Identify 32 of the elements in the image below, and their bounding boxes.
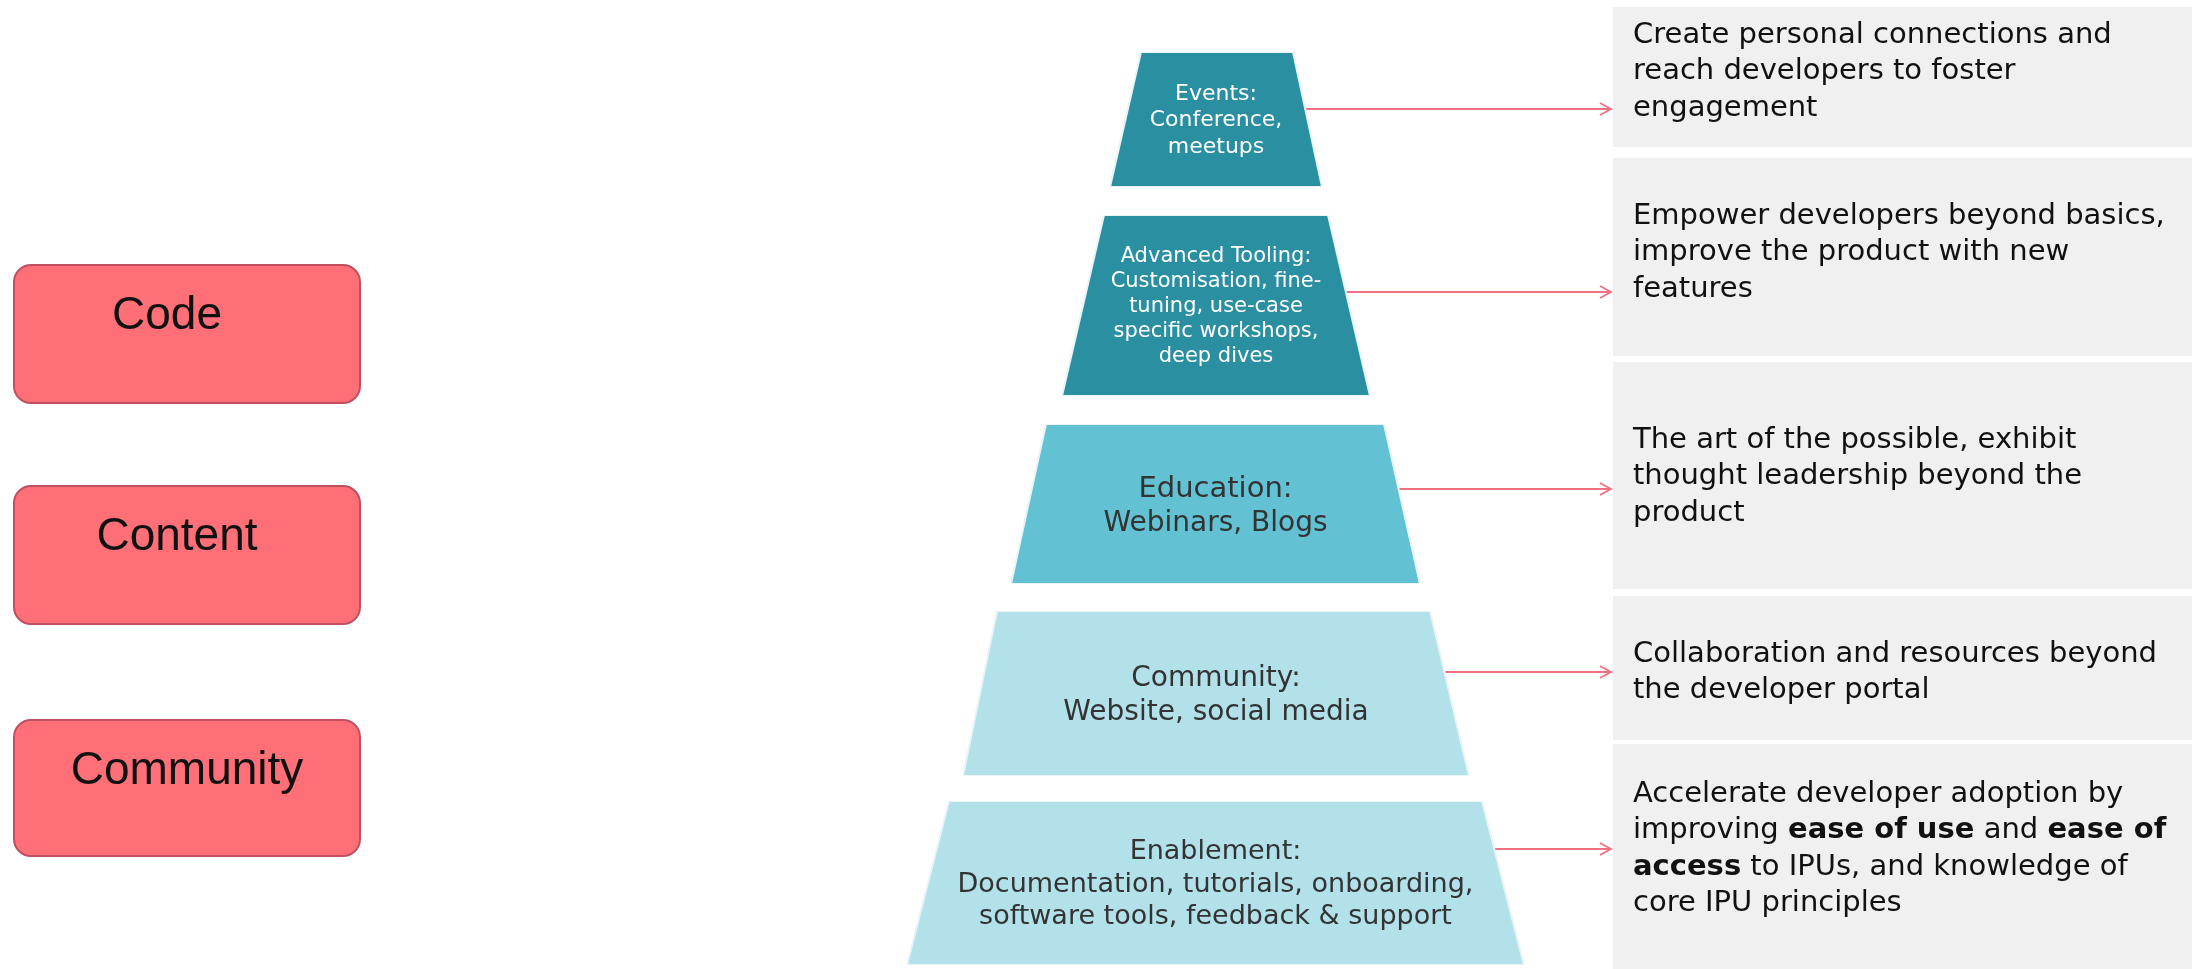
description-panel [1613, 744, 2192, 969]
section-heading: Education: [1138, 469, 1293, 505]
pyramid-tier [1110, 52, 1322, 187]
description-text: Empower developers beyond basics, improve the product with new features [1633, 196, 2166, 305]
category-label: Community [70, 741, 304, 795]
description-text: Documentation, tutorials, onboarding, software tools, feedback & support [956, 866, 1475, 932]
description-text: Accelerate developer adoption by improving ease of use and ease of access to IPUs, and knowledge of core IPU principles [1633, 774, 2168, 919]
category-box [13, 719, 361, 857]
section-heading: Advanced Tooling: [1120, 242, 1312, 268]
pyramid-tier [963, 611, 1469, 776]
description-panel [1613, 596, 2192, 740]
section-heading: Community: [1131, 659, 1301, 694]
category-label: Content [96, 507, 258, 561]
category-label: Code [112, 286, 222, 340]
description-text: Conference, meetups [1148, 106, 1284, 160]
description-text: Website, social media [1063, 693, 1369, 728]
description-panel [1613, 7, 2192, 147]
category-box [13, 264, 361, 404]
arrow [1304, 102, 1612, 116]
description-panel [1613, 158, 2192, 356]
pyramid-tier [1011, 424, 1420, 584]
description-text: Collaboration and resources beyond the developer portal [1633, 634, 2158, 707]
section-heading: Events: [1175, 79, 1257, 107]
description-panel [1613, 362, 2192, 589]
section-heading: Enablement: [1129, 834, 1302, 867]
description-text: Webinars, Blogs [1103, 504, 1328, 539]
description-text: The art of the possible, exhibit thought leadership beyond the product [1633, 420, 2084, 529]
description-text: Create personal connections and reach developers to foster engagement [1633, 15, 2113, 124]
category-box [13, 485, 361, 625]
pyramid-tier [1062, 215, 1370, 396]
pyramid-tier [907, 801, 1524, 965]
description-text: Customisation, fine-tuning, use-case specific workshops, deep dives [1109, 267, 1323, 369]
